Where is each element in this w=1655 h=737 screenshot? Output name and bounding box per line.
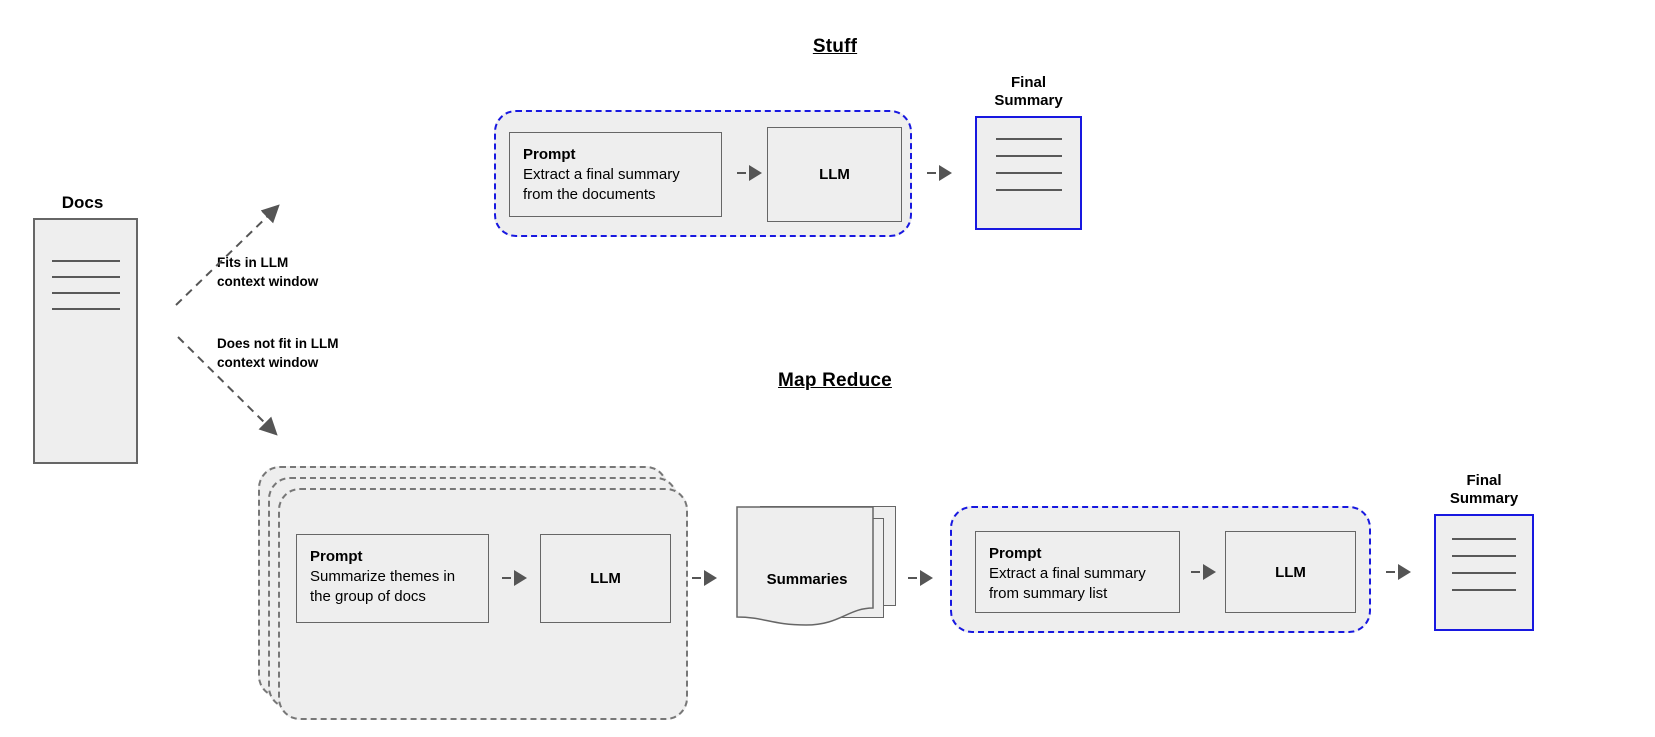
map-prompt-line1: Summarize themes in	[310, 568, 456, 585]
final-summary-line	[1452, 589, 1516, 591]
stuff-prompt-line2: from the documents	[523, 186, 656, 203]
stuff-final-summary-box	[975, 116, 1082, 230]
arrow-head	[920, 570, 933, 586]
arrow-head	[749, 165, 762, 181]
arrow-head	[514, 570, 527, 586]
docs-line	[51, 276, 120, 278]
branch-label-fits-line1: Fits in LLM	[217, 255, 289, 270]
docs-line	[51, 260, 120, 262]
docs-line	[51, 292, 120, 294]
reduce-prompt-line2: from summary list	[989, 585, 1108, 602]
arrow-stem	[927, 172, 936, 174]
stuff-prompt-title: Prompt	[523, 146, 576, 163]
arrow-stem	[737, 172, 746, 174]
arrow-stem	[502, 577, 511, 579]
map-prompt-line2: the group of docs	[310, 588, 426, 605]
arrow-map-prompt-to-llm	[502, 570, 527, 586]
arrow-head	[939, 165, 952, 181]
map-prompt-box: Prompt Summarize themes in the group of …	[296, 534, 489, 623]
map-reduce-final-summary-box	[1434, 514, 1534, 631]
map-llm-box: LLM	[540, 534, 671, 623]
arrow-reduce-to-final	[1386, 564, 1411, 580]
branch-label-nofit-line2: context window	[217, 355, 319, 370]
arrow-stem	[1386, 571, 1395, 573]
arrow-stuff-llm-to-final	[927, 165, 952, 181]
final-summary-line	[995, 155, 1062, 157]
docs-label-text: Docs	[61, 193, 104, 212]
docs-line	[51, 308, 120, 310]
stuff-llm-box: LLM	[767, 127, 902, 222]
arrow-reduce-prompt-to-llm	[1191, 564, 1216, 580]
stuff-prompt-box: Prompt Extract a final summary from the …	[509, 132, 722, 217]
summaries-sheet-front	[736, 506, 874, 626]
summaries-label: Summaries	[766, 571, 848, 588]
stuff-prompt-line1: Extract a final summary	[523, 166, 680, 183]
arrow-head	[704, 570, 717, 586]
arrow-stem	[908, 577, 917, 579]
section-title-map-reduce: Map Reduce	[778, 370, 892, 391]
reduce-prompt-line1: Extract a final summary	[989, 565, 1146, 582]
branch-label-nofit: Does not fit in LLM context window	[217, 334, 338, 372]
arrow-map-to-summaries	[692, 570, 717, 586]
final-summary-line	[1452, 538, 1516, 540]
arrow-head	[1398, 564, 1411, 580]
final-summary-line	[995, 189, 1062, 191]
stuff-final-summary-label: Final Summary	[975, 74, 1082, 110]
reduce-llm-box: LLM	[1225, 531, 1356, 613]
reduce-llm-label: LLM	[1275, 563, 1306, 581]
map-reduce-final-summary-label-line1: Final	[1466, 472, 1502, 489]
docs-label: Docs	[10, 193, 155, 213]
stuff-final-summary-lines	[977, 138, 1080, 191]
section-title-stuff: Stuff	[812, 36, 858, 57]
stuff-llm-label: LLM	[819, 166, 850, 183]
arrow-head	[1203, 564, 1216, 580]
reduce-prompt-box: Prompt Extract a final summary from summ…	[975, 531, 1180, 613]
map-llm-label: LLM	[590, 570, 621, 587]
arrow-stem	[692, 577, 701, 579]
reduce-prompt-title: Prompt	[989, 545, 1042, 562]
stuff-final-summary-label-line1: Final	[1010, 74, 1046, 91]
final-summary-line	[1452, 555, 1516, 557]
stuff-final-summary-label-line2: Summary	[994, 92, 1063, 109]
arrow-summaries-to-reduce	[908, 570, 933, 586]
branch-label-nofit-line1: Does not fit in LLM	[217, 336, 339, 351]
docs-box	[33, 218, 138, 464]
docs-lines	[35, 260, 136, 310]
map-reduce-final-summary-label-line2: Summary	[1449, 490, 1519, 507]
branch-label-fits: Fits in LLM context window	[217, 253, 318, 291]
branch-label-fits-line2: context window	[217, 274, 319, 289]
final-summary-line	[995, 172, 1062, 174]
summaries-stack: Summaries	[736, 506, 906, 636]
map-prompt-title: Prompt	[310, 548, 363, 565]
final-summary-line	[1452, 572, 1516, 574]
map-reduce-final-summary-label: Final Summary	[1434, 472, 1534, 508]
map-reduce-final-summary-lines	[1436, 538, 1532, 591]
final-summary-line	[995, 138, 1062, 140]
arrow-stuff-prompt-to-llm	[737, 165, 762, 181]
arrow-stem	[1191, 571, 1200, 573]
